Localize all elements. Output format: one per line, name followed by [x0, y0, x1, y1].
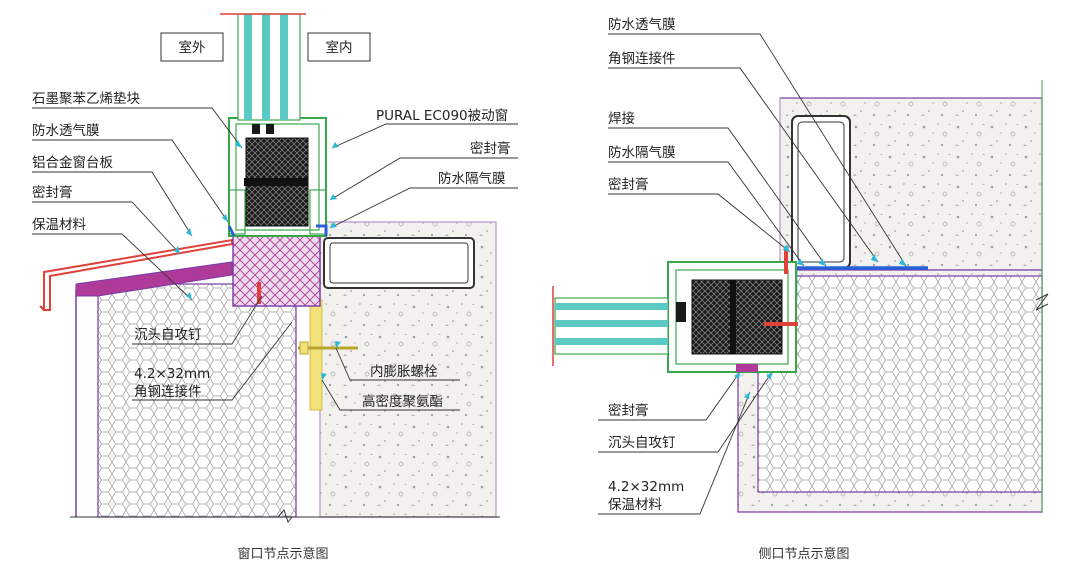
- label-insulation: 保温材料: [32, 217, 86, 233]
- label-r-sealant-bottom: 密封膏: [608, 402, 649, 419]
- label-graphite-eps-block: 石墨聚苯乙烯垫块: [32, 91, 140, 107]
- label-expansion-bolt: 内膨胀螺栓: [370, 364, 438, 380]
- label-r-insulation: 保温材料: [608, 497, 662, 513]
- label-r-connector-size: 4.2×32mm: [608, 479, 684, 495]
- label-r-angle-connector: 角钢连接件: [608, 50, 676, 67]
- label-countersunk-screw: 沉头自攻钉: [134, 327, 202, 343]
- label-sealant-right: 密封膏: [470, 140, 511, 157]
- sill-foam-band: [75, 261, 233, 297]
- label-window-model: PURAL EC090被动窗: [376, 107, 508, 124]
- label-r-sealant-top: 密封膏: [608, 176, 649, 193]
- sill-node-drawing: 室外 室内: [32, 13, 518, 562]
- label-waterproof-breathable: 防水透气膜: [32, 123, 100, 139]
- exterior-insulation-block: [97, 283, 297, 518]
- vapor-barrier-membrane-left: [316, 224, 328, 236]
- breathable-membrane-left: [227, 225, 236, 237]
- caption-left: 窗口节点示意图: [237, 546, 328, 562]
- outdoor-tag: [160, 32, 224, 62]
- indoor-label: 室内: [326, 39, 353, 56]
- label-connector-size: 4.2×32mm: [134, 366, 210, 382]
- indoor-tag: [307, 32, 371, 62]
- outdoor-label: 室外: [179, 39, 206, 56]
- label-hd-pu: 高密度聚氨酯: [362, 393, 443, 410]
- label-r-waterproof-breathable: 防水透气膜: [608, 17, 676, 33]
- exterior-insulation-right: [757, 275, 1043, 493]
- caption-right: 侧口节点示意图: [758, 546, 849, 562]
- aluminum-sill-board: [43, 238, 233, 311]
- label-angle-connector: 角钢连接件: [134, 383, 202, 400]
- label-vapor-barrier: 防水隔气膜: [438, 171, 506, 187]
- label-r-countersunk-screw: 沉头自攻钉: [608, 435, 676, 451]
- label-r-weld: 焊接: [608, 110, 635, 127]
- label-sealant-left: 密封膏: [32, 184, 73, 201]
- label-aluminum-sill: 铝合金窗台板: [32, 154, 113, 171]
- graphite-eps-block: [232, 235, 321, 307]
- interior-insulation-strip: [309, 299, 323, 411]
- jamb-node-drawing: 防水透气膜 角钢连接件 焊接 防水隔气膜 密封膏 密封膏 沉头自攻钉 4.2×3…: [552, 17, 1049, 562]
- label-r-vapor-barrier: 防水隔气膜: [608, 145, 676, 161]
